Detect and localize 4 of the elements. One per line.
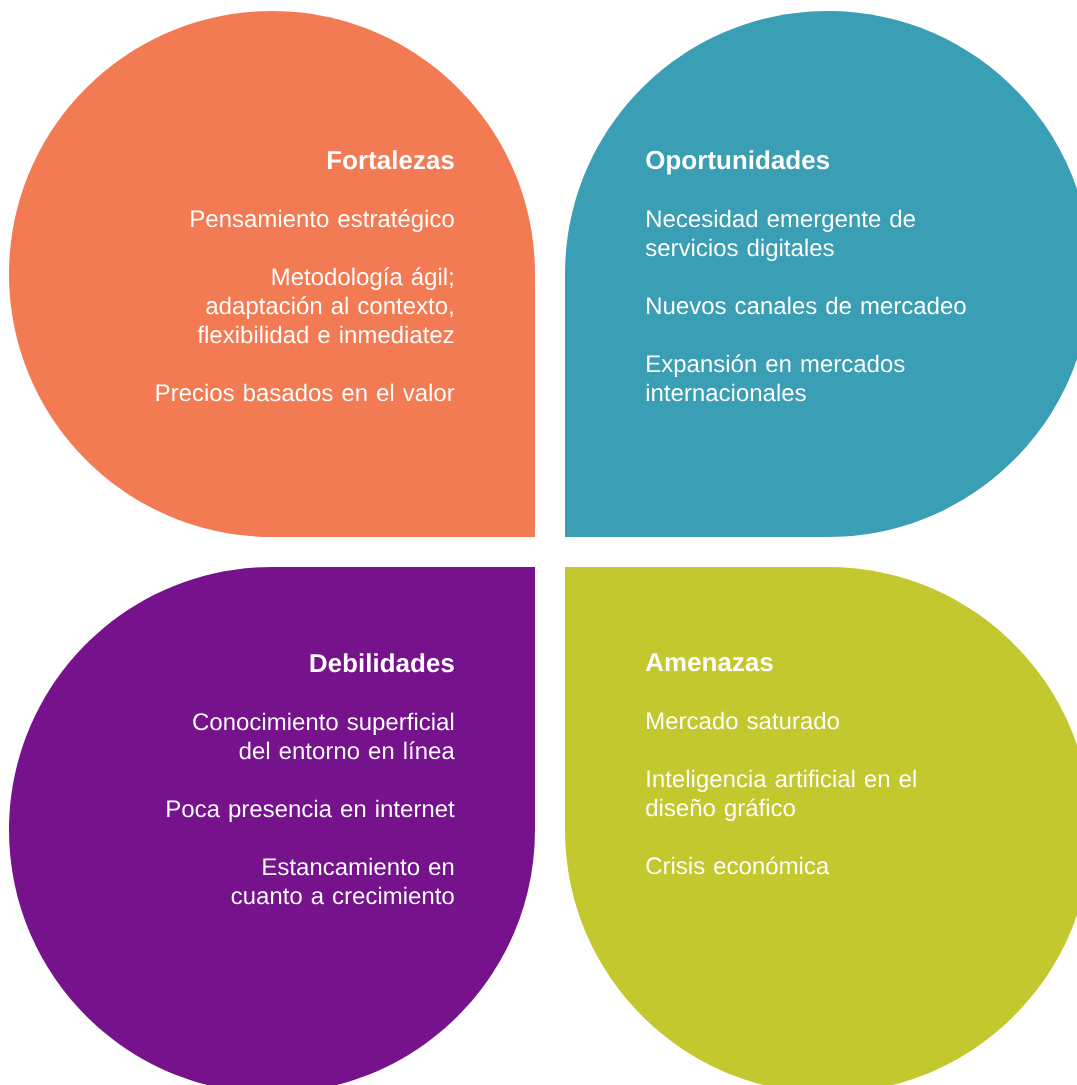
petal-box: Amenazas Mercado saturado Inteligencia artificial en el diseño gráfico Crisis económica <box>565 567 1077 1085</box>
petal-box: Oportunidades Necesidad emergente de servicios digitales Nuevos canales de mercadeo Expansión en mercados internacionales <box>565 11 1077 537</box>
petal-box: Debilidades Conocimiento superficial del entorno en línea Poca presencia en internet Estancamiento en cuanto a crecimiento <box>9 567 535 1085</box>
petal-box: Fortalezas Pensamiento estratégico Metodología ágil; adaptación al contexto, flexibilidad e inmediatez Precios basados en el valor <box>9 11 535 537</box>
